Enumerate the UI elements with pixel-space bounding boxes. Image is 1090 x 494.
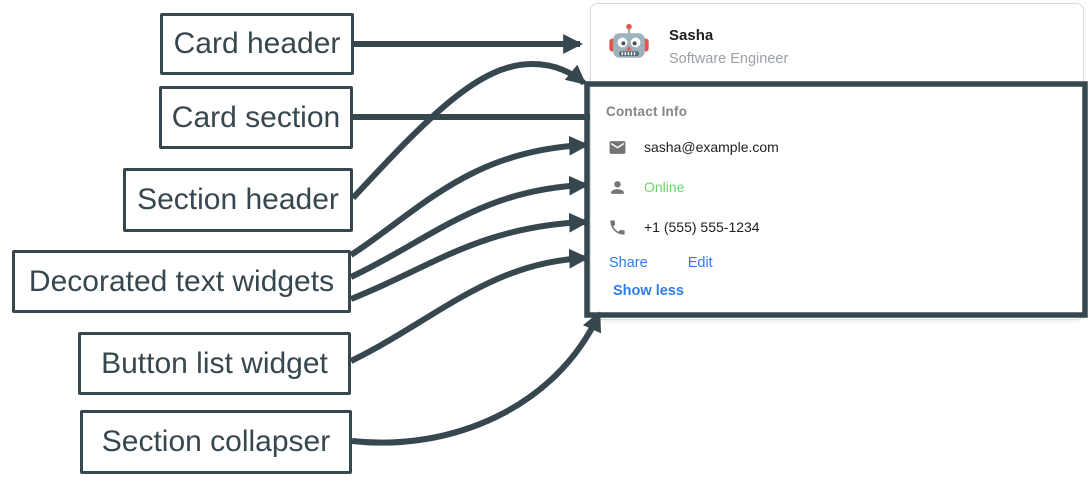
button-list: Share Edit: [609, 255, 753, 271]
label-card-header: Card header: [160, 13, 354, 75]
card-title: Sasha: [669, 27, 714, 44]
arrow-section-collapser: [351, 311, 602, 446]
phone-text: +1 (555) 555-1234: [644, 219, 760, 235]
label-section-header: Section header: [123, 168, 353, 232]
decorated-text-row-status: Online: [608, 177, 684, 197]
label-button-list-widget: Button list widget: [78, 332, 351, 395]
status-text: Online: [644, 179, 685, 195]
label-decorated-text-widgets: Decorated text widgets: [12, 250, 351, 313]
share-button[interactable]: Share: [609, 255, 648, 271]
arrow-decorated-text-1: [349, 135, 589, 258]
section-header: Contact Info: [606, 104, 688, 119]
robot-avatar-icon: [609, 23, 649, 58]
card-subtitle: Software Engineer: [669, 51, 789, 67]
section-collapser-button[interactable]: Show less: [613, 283, 684, 299]
arrow-decorated-text-3: [349, 212, 589, 302]
arrow-decorated-text-2: [349, 175, 589, 280]
arrow-button-list: [349, 248, 589, 364]
edit-button[interactable]: Edit: [687, 255, 713, 271]
card-header-area: Sasha Software Engineer: [591, 4, 1083, 85]
label-card-section: Card section: [159, 86, 353, 149]
person-icon: [608, 178, 627, 197]
label-section-collapser: Section collapser: [80, 410, 352, 474]
phone-icon: [608, 218, 627, 237]
email-icon: [608, 138, 627, 157]
decorated-text-row-email: sasha@example.com: [608, 137, 779, 157]
contact-card: Sasha Software Engineer Contact Info sas…: [590, 3, 1084, 320]
email-text: sasha@example.com: [644, 139, 779, 155]
arrow-section-header: [350, 60, 587, 201]
decorated-text-row-phone: +1 (555) 555-1234: [608, 217, 760, 237]
